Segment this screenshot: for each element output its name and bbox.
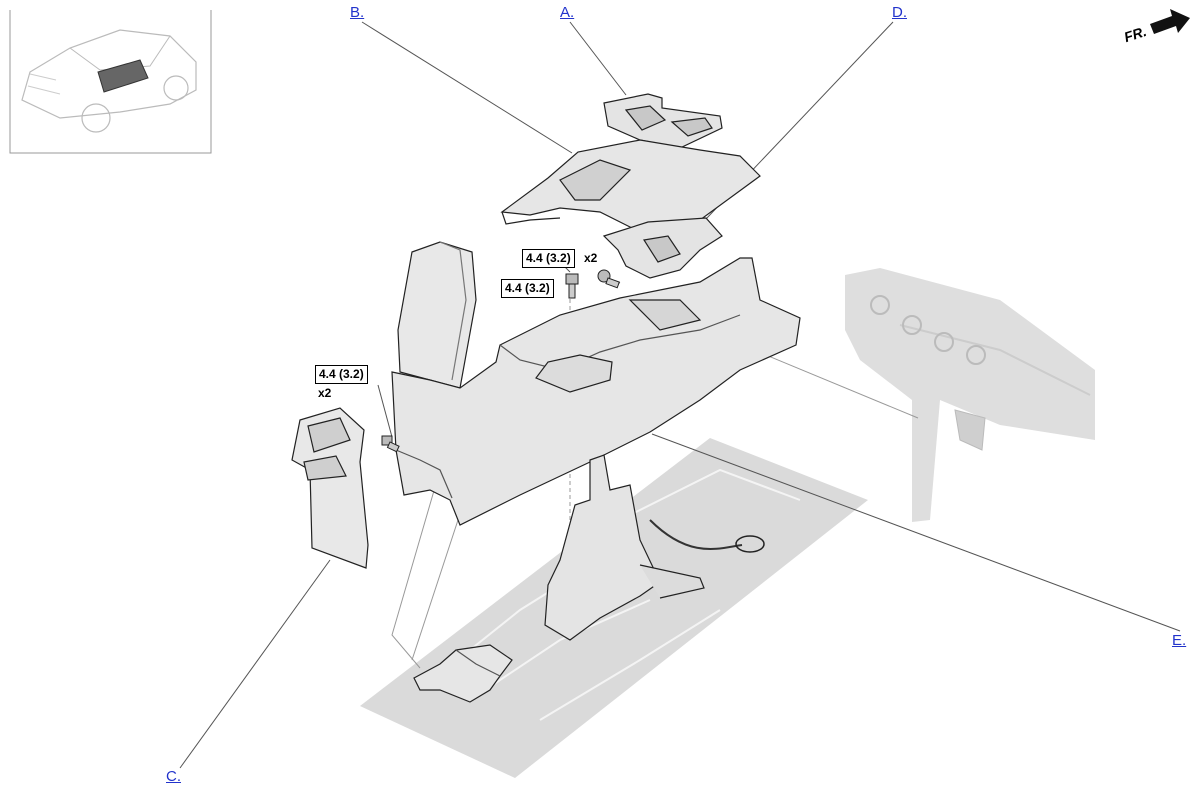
part-c-rear-cover xyxy=(291,407,369,569)
torque-spec-label: 4.4 (3.2) xyxy=(522,249,575,268)
callout-c-link[interactable]: C. xyxy=(166,768,181,785)
bolt-icon xyxy=(565,273,579,299)
bolt-icon xyxy=(597,269,620,289)
callout-e-link[interactable]: E. xyxy=(1172,632,1187,649)
callout-a-link[interactable]: A. xyxy=(560,4,575,21)
part-a-cup-holder xyxy=(603,93,723,149)
callout-b-link[interactable]: B. xyxy=(350,4,365,21)
armrest xyxy=(397,241,477,389)
torque-spec-label: 4.4 (3.2) xyxy=(315,365,368,384)
torque-qty-label: x2 xyxy=(318,386,332,400)
torque-qty-label: x2 xyxy=(584,251,598,265)
control-unit xyxy=(413,644,513,703)
part-b-console-panel xyxy=(500,139,761,233)
dashboard-panel xyxy=(845,268,1095,522)
bolt-icon xyxy=(381,435,400,453)
part-d-bracket xyxy=(602,217,723,279)
shift-lever-assembly xyxy=(544,454,765,641)
callout-d-link[interactable]: D. xyxy=(892,4,907,21)
part-e-console-body xyxy=(391,257,801,526)
front-arrow-icon xyxy=(1150,9,1190,34)
vehicle-locator-icon xyxy=(9,10,212,154)
torque-spec-label: 4.4 (3.2) xyxy=(501,279,554,298)
